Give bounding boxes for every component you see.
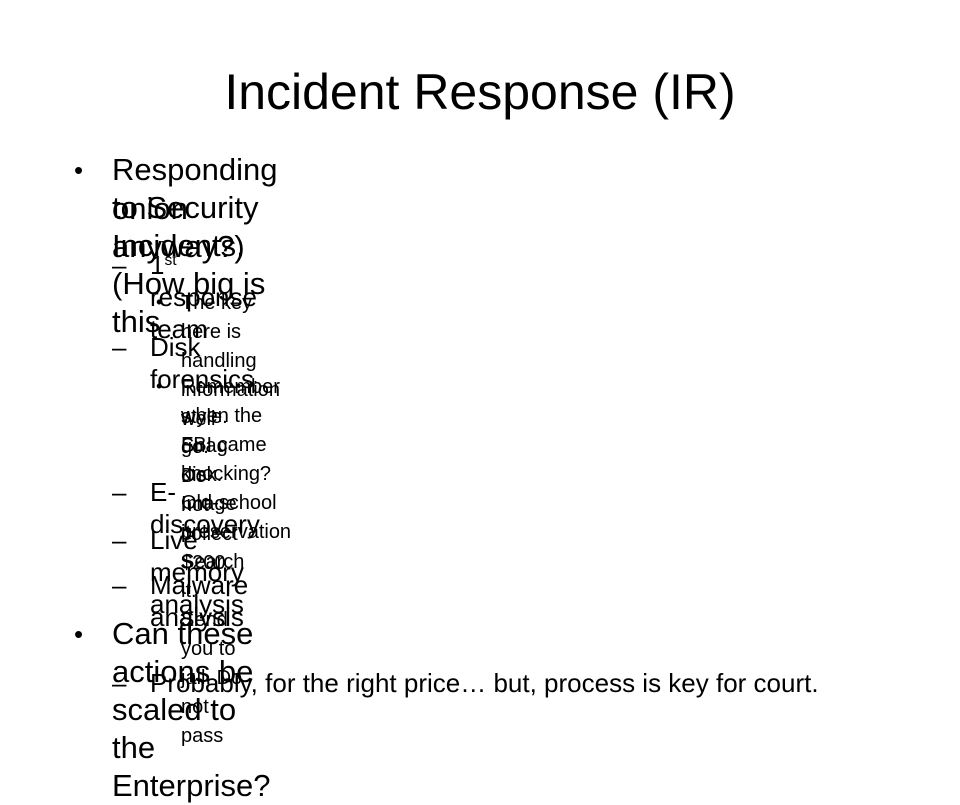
dash-icon: –: [112, 250, 127, 280]
bullet-dot-icon: •: [156, 292, 163, 312]
slide-title: Incident Response (IR): [224, 64, 736, 120]
dash-icon: –: [112, 332, 127, 362]
first-response-superscript: st: [164, 252, 177, 269]
slide: Incident Response (IR) • Responding to S…: [74, 64, 819, 803]
disk-forensics-text: Disk forensics: [150, 332, 255, 394]
dash-icon: –: [112, 477, 127, 507]
probably-text: Probably, for the right price… but, proc…: [150, 668, 819, 698]
bullet-dot-icon: •: [74, 619, 84, 649]
bullet-dot-icon: •: [74, 155, 84, 185]
bullet-text-line2: onion anyway?): [112, 191, 245, 264]
fbi-line2: style. Snag disk. Image it. Search it. S…: [181, 406, 245, 747]
dash-icon: –: [112, 570, 127, 600]
dash-icon: –: [112, 668, 127, 698]
handling-info-text: The key here is handling information wel…: [181, 292, 280, 430]
scaled-text: Can these actions be scaled to the Enter…: [112, 616, 271, 803]
live-memory-text: Live memory analysis: [150, 525, 244, 619]
bullet-dot-icon: •: [156, 376, 163, 396]
first-response-text: 1st response team: [150, 249, 257, 345]
bullet-text-line1: Responding to Security Incidents. (How b…: [112, 152, 278, 339]
fbi-line3: go. Do not collect $200.: [181, 436, 238, 574]
fbi-line1: Remember when the FBI came knocking? Old…: [181, 376, 292, 543]
dash-icon: –: [112, 525, 127, 555]
malware-text: Malware analysis: [150, 570, 249, 632]
ediscovery-text: E-discovery: [150, 477, 260, 539]
first-response-label: response team: [150, 282, 257, 344]
first-response-number: 1: [150, 250, 165, 280]
